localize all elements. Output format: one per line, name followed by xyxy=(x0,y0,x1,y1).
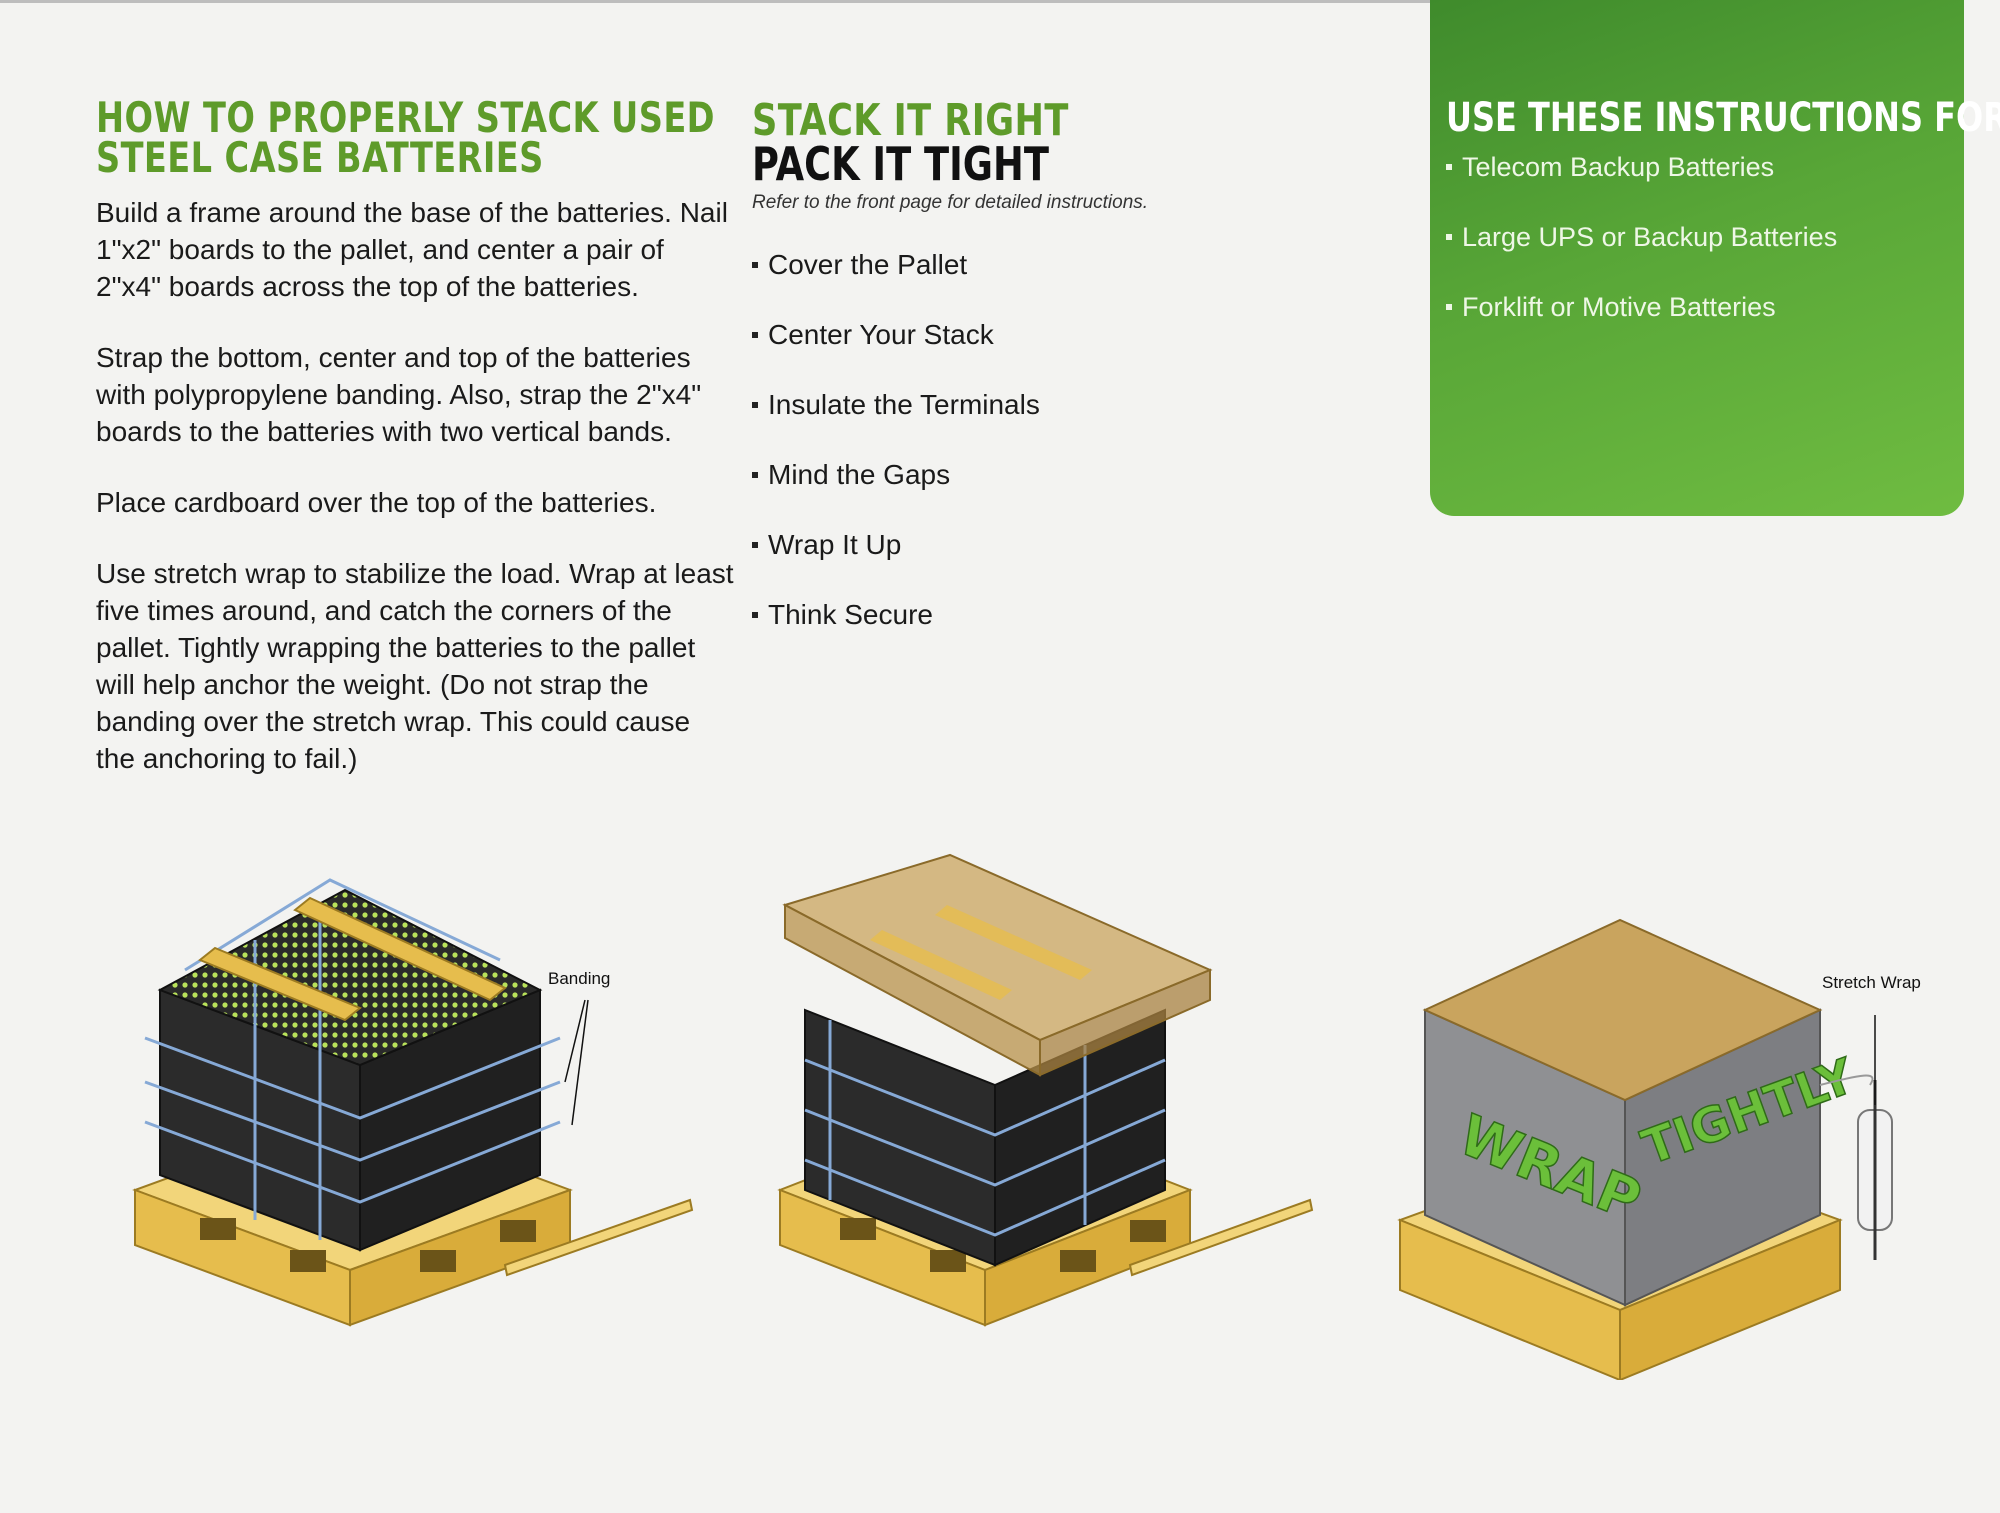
bullet-icon xyxy=(752,542,758,548)
cardboard-stack-illustration xyxy=(777,853,1314,1327)
stretch-wrap-roll: Stretch Wrap xyxy=(1819,973,1921,1260)
instruction-frame: Build a frame around the base of the bat… xyxy=(96,197,728,302)
instruction-wrap: Use stretch wrap to stabilize the load. … xyxy=(96,558,734,774)
list-item: Mind the Gaps xyxy=(752,458,1272,528)
bullet-icon xyxy=(752,472,758,478)
list-item: Think Secure xyxy=(752,598,1272,668)
panel-title: USE THESE INSTRUCTIONS FOR xyxy=(1446,95,2000,141)
stack-it-right-heading: STACK IT RIGHT xyxy=(752,95,1069,146)
instruction-cardboard: Place cardboard over the top of the batt… xyxy=(96,487,657,518)
list-item: Wrap It Up xyxy=(752,528,1272,598)
list-item: Center Your Stack xyxy=(752,318,1272,388)
middle-column: STACK IT RIGHT PACK IT TIGHT Refer to th… xyxy=(752,95,1272,668)
bullet-icon xyxy=(752,262,758,268)
left-heading: HOW TO PROPERLY STACK USED STEEL CASE BA… xyxy=(96,93,715,182)
wrapped-stack: WRAP TIGHTLY xyxy=(1422,918,1863,1307)
stretch-wrap-label: Stretch Wrap xyxy=(1822,973,1921,992)
panel-list: Telecom Backup Batteries Large UPS or Ba… xyxy=(1446,150,1837,360)
banding-callout: Banding xyxy=(548,969,610,1126)
loose-board-2 xyxy=(1128,1198,1314,1277)
bullet-icon xyxy=(752,402,758,408)
loose-board-1 xyxy=(503,1198,694,1277)
list-item: Large UPS or Backup Batteries xyxy=(1446,220,1837,290)
list-item: Forklift or Motive Batteries xyxy=(1446,290,1837,360)
banding-label: Banding xyxy=(548,969,610,988)
top-boards-1 xyxy=(198,896,507,1022)
left-column: HOW TO PROPERLY STACK USED STEEL CASE BA… xyxy=(96,97,736,777)
list-item: Cover the Pallet xyxy=(752,248,1272,318)
bullet-icon xyxy=(1446,164,1452,170)
bullet-icon xyxy=(1446,304,1452,310)
tips-list: Cover the Pallet Center Your Stack Insul… xyxy=(752,248,1272,668)
wrapped-stack-illustration: WRAP TIGHTLY Stretch Wrap xyxy=(1397,918,1921,1380)
bullet-icon xyxy=(752,332,758,338)
illustrations: Banding xyxy=(132,853,1921,1380)
list-item: Telecom Backup Batteries xyxy=(1446,150,1837,220)
instruction-strap: Strap the bottom, center and top of the … xyxy=(96,342,702,447)
bullet-icon xyxy=(752,612,758,618)
banding-straps-1 xyxy=(144,878,561,1240)
refer-note: Refer to the front page for detailed ins… xyxy=(752,192,1149,213)
top-rule xyxy=(0,0,1430,3)
pack-it-tight-heading: PACK IT TIGHT xyxy=(752,137,1049,191)
cardboard-sheet xyxy=(782,853,1213,1077)
instructions-panel xyxy=(1430,0,1964,516)
bullet-icon xyxy=(1446,234,1452,240)
list-item: Insulate the Terminals xyxy=(752,388,1272,458)
banded-stack-illustration: Banding xyxy=(132,878,694,1327)
